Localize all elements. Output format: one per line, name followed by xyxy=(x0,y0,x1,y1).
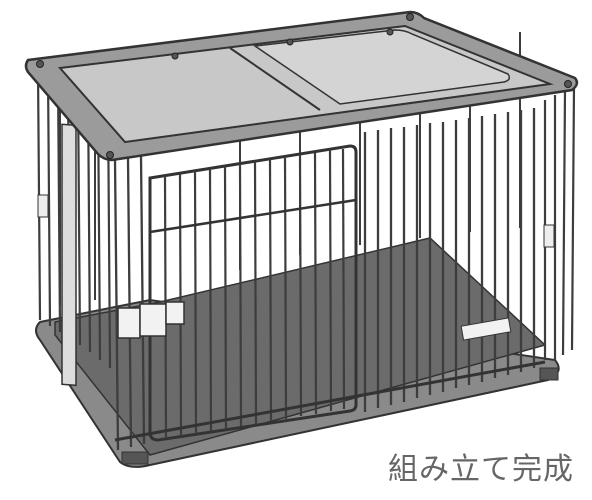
tray-foot-right xyxy=(539,367,559,381)
door-crossbar xyxy=(149,198,357,234)
right-panel xyxy=(543,85,576,360)
roof-screws xyxy=(36,13,572,159)
side-clip-left xyxy=(37,194,49,218)
top-frame xyxy=(24,10,579,162)
caption: 組み立て完成 xyxy=(388,452,574,487)
front-tag xyxy=(460,317,512,341)
front-bottom-rail xyxy=(114,360,546,442)
front-panel xyxy=(113,108,536,451)
roof-divider xyxy=(229,47,321,111)
bottom-tray xyxy=(35,237,560,468)
door-frame xyxy=(148,144,358,442)
side-clip-right xyxy=(543,224,555,248)
corner-post xyxy=(61,123,77,387)
roof-hatch xyxy=(252,29,511,105)
cage-door xyxy=(117,144,358,442)
door-latch xyxy=(117,301,185,339)
tray-foot-left xyxy=(121,451,149,465)
